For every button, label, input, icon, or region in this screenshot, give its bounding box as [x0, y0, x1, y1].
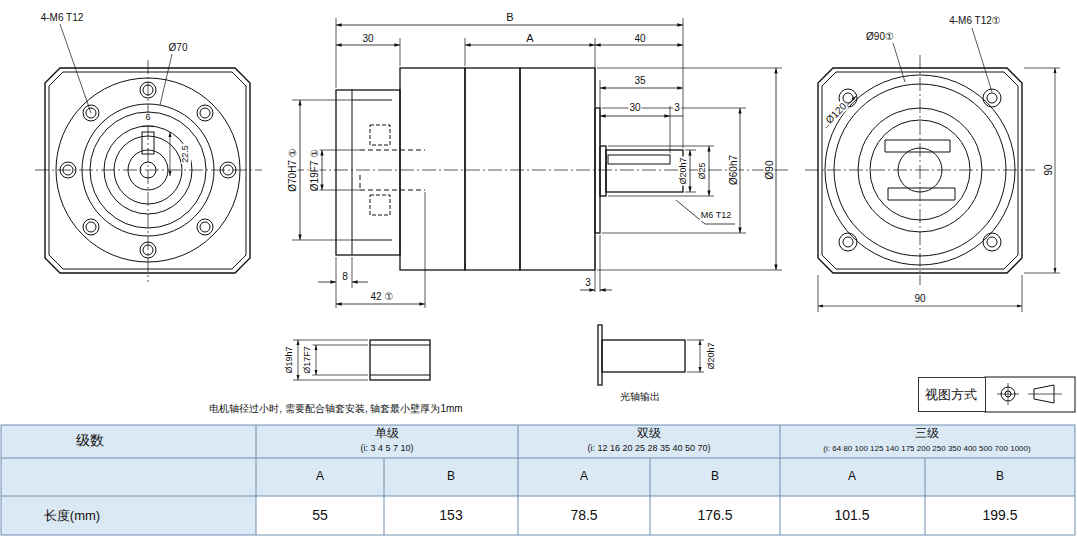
dimension-label: 22.5	[181, 144, 191, 164]
dimension-label: Ø25	[698, 161, 708, 180]
dimension-label: Ø17F7	[303, 345, 313, 375]
shaft-sleeve	[293, 340, 430, 380]
caption-label: 光轴输出	[619, 391, 661, 402]
table-cell-label: 101.5	[834, 508, 869, 523]
table-cell-label: 单级	[375, 427, 399, 440]
table-cell-label: 三级	[915, 427, 939, 440]
table-cell-label: B	[996, 470, 1004, 483]
node-text: 视图方式	[919, 386, 983, 404]
dimension-label: Ø20h7	[707, 341, 717, 370]
dimension-label: Ø120	[823, 100, 849, 126]
dimension-label: Ø60h7	[728, 154, 739, 186]
dimension-label: Ø70H7 ①	[287, 147, 298, 192]
output-end-view	[805, 28, 1060, 312]
table-cell-label: B	[447, 470, 455, 483]
dimension-label: Ø19F7 ①	[309, 148, 320, 192]
dimension-label: 6	[144, 113, 151, 123]
dimension-label: 8	[341, 271, 349, 282]
callout-label: M6 T12	[700, 211, 732, 221]
callout-label: 4-M6 T12	[40, 12, 85, 23]
table-cell-label: A	[316, 470, 324, 483]
dimension-label: B	[505, 11, 514, 23]
dimension-label: 90	[913, 293, 926, 304]
length-table	[1, 425, 1075, 535]
dimension-label: 40	[633, 33, 646, 44]
dimension-label: 90	[1043, 163, 1054, 176]
dimension-label: 30	[361, 33, 374, 44]
table-cell-label: B	[711, 470, 719, 483]
table-cell-label: A	[848, 470, 856, 483]
table-cell-label: 双级	[637, 427, 661, 440]
table-cell-label: (i: 12 16 20 25 28 35 40 50 70)	[587, 444, 710, 454]
dimension-label: Ø90①	[865, 31, 895, 42]
dimension-label: 42 ①	[370, 291, 395, 302]
dimension-label: 3	[584, 277, 592, 288]
table-cell-label: A	[580, 470, 588, 483]
table-cell-label: 78.5	[570, 508, 597, 523]
table-cell-label: 176.5	[697, 508, 732, 523]
table-cell-label: 153	[439, 508, 462, 523]
smooth-shaft	[598, 325, 704, 385]
dimension-label: Ø20h7	[679, 156, 689, 185]
projection-symbol	[985, 377, 1075, 412]
dimension-label: 30	[628, 102, 641, 113]
table-cell-label: (i: 3 4 5 7 10)	[360, 444, 413, 454]
view-method-box: 视图方式	[918, 377, 986, 412]
dimension-label: Ø90	[764, 160, 775, 181]
dimension-label: 3	[673, 102, 681, 113]
note-label: 电机轴径过小时, 需要配合轴套安装, 轴套最小壁厚为1mm	[208, 403, 463, 414]
dimension-label: Ø19h7	[285, 345, 295, 374]
callout-label: 4-M6 T12①	[948, 15, 1002, 26]
dimension-label: Ø70	[168, 42, 189, 53]
table-cell-label: (i: 64 80 100 125 140 175 200 250 350 40…	[823, 445, 1030, 454]
table-cell-label: 55	[312, 508, 328, 523]
dimension-label: A	[525, 32, 534, 44]
table-cell-label: 长度(mm)	[44, 509, 100, 523]
dimension-label: 35	[633, 75, 646, 86]
table-cell-label: 级数	[76, 433, 104, 448]
table-cell-label: 199.5	[982, 508, 1017, 523]
side-view	[290, 18, 790, 308]
input-end-view	[35, 24, 262, 282]
